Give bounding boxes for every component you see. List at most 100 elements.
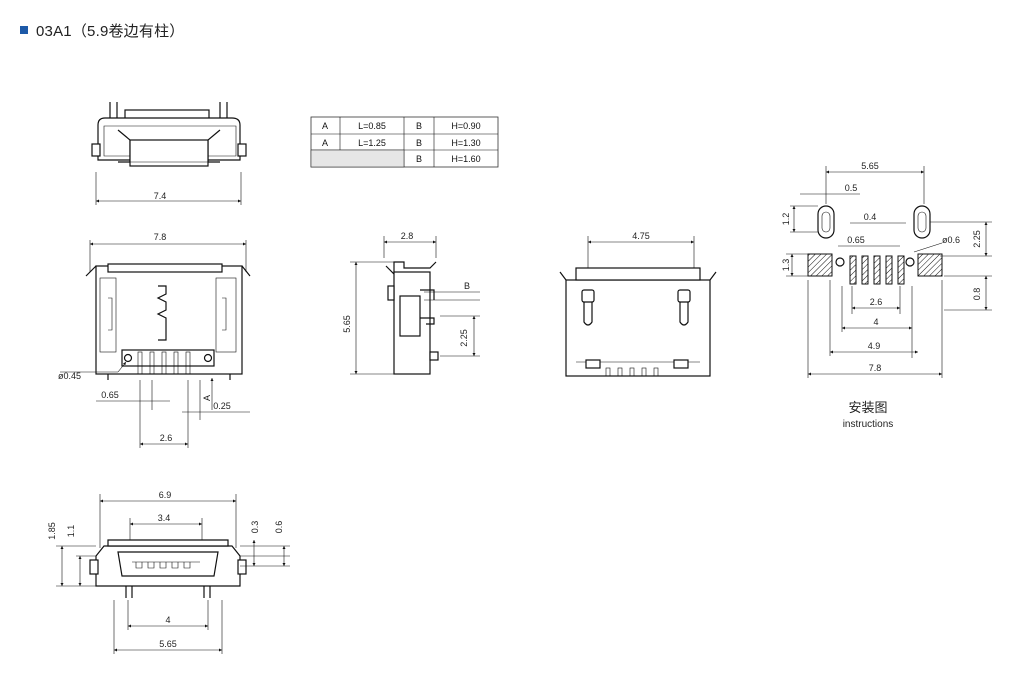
drawing-rect: [173, 351, 179, 375]
label-a: A: [202, 395, 212, 401]
drawing-rect: [89, 559, 99, 575]
drawing-rect: [107, 263, 223, 273]
drawing-rect: [807, 253, 833, 277]
dim-fp-78: 7.8: [869, 363, 882, 373]
top-view: 7.4: [91, 102, 247, 205]
drawing-line: [117, 361, 127, 373]
drawing-rect: [849, 255, 857, 285]
drawing-rect: [129, 139, 209, 167]
dim-side-28: 2.8: [401, 231, 414, 241]
dim-fp-49: 4.9: [868, 341, 881, 351]
label-b: B: [464, 281, 470, 291]
drawing-rect: [161, 351, 167, 375]
dim-side-565: 5.65: [342, 315, 352, 333]
drawing-rect: [917, 253, 943, 277]
drawing-rect: [861, 255, 869, 285]
drawing-rect: [237, 143, 247, 157]
dim-fp-065: 0.65: [847, 235, 865, 245]
table-cell: H=0.90: [451, 121, 480, 131]
drawing-rect: [897, 255, 905, 285]
dim-fp-dia06: ø0.6: [942, 235, 960, 245]
drawing-rect: [91, 143, 101, 157]
spec-table: A L=0.85 B H=0.90 A L=1.25 B H=1.30 B H=…: [310, 116, 499, 168]
dim-back-475: 4.75: [632, 231, 650, 241]
drawing-rect: [310, 149, 405, 168]
drawing-rect: [913, 205, 931, 239]
drawing-path: [156, 285, 167, 341]
drawing-circle: [203, 353, 213, 363]
dim-hole-diameter: ø0.45: [58, 371, 81, 381]
bullet-square-icon: [20, 26, 28, 34]
drawing-rect: [581, 289, 595, 303]
drawing-rect: [399, 295, 421, 337]
table-cell: A: [322, 121, 328, 131]
drawing-rect: [917, 211, 927, 233]
dim-bot-03: 0.3: [250, 521, 260, 534]
page-header: 03A1（5.9卷边有柱）: [20, 20, 185, 40]
drawing-rect: [215, 277, 237, 353]
caption-en: instructions: [843, 419, 894, 430]
drawing-circle: [123, 353, 133, 363]
drawing-rect: [149, 351, 155, 375]
dim-bot-565: 5.65: [159, 639, 177, 649]
dim-front-width: 7.8: [154, 232, 167, 242]
back-view: 4.75: [559, 231, 717, 377]
drawing-path: [103, 125, 237, 157]
drawing-rect: [575, 267, 701, 281]
dim-pitch-26: 2.6: [160, 433, 173, 443]
dim-bot-34: 3.4: [158, 513, 171, 523]
bottom-view: 6.9 3.4 1.85 1.1 0.3 0.6 4: [47, 490, 290, 654]
drawing-rect: [387, 285, 395, 301]
table-cell: H=1.60: [451, 154, 480, 164]
dim-fp-225: 2.25: [972, 230, 982, 248]
table-cell: B: [416, 138, 422, 148]
dim-side-225: 2.25: [459, 329, 469, 347]
drawing-rect: [185, 351, 191, 375]
drawing-rect: [653, 367, 659, 377]
drawing-rect: [617, 367, 623, 377]
drawing-path: [583, 302, 593, 326]
drawing-circle: [905, 257, 915, 267]
drawing-rect: [677, 289, 691, 303]
dim-bot-4: 4: [165, 615, 170, 625]
drawing-rect: [821, 211, 831, 233]
drawing-rect: [673, 359, 689, 369]
drawing-rect: [885, 255, 893, 285]
dim-fp-26: 2.6: [870, 297, 883, 307]
drawing-path: [108, 297, 227, 331]
table-cell: L=0.85: [358, 121, 386, 131]
drawing-rect: [121, 349, 215, 367]
dim-top-width: 7.4: [154, 191, 167, 201]
drawing-line: [913, 242, 943, 253]
dim-bot-11: 1.1: [66, 525, 76, 538]
dim-fp-05: 0.5: [845, 183, 858, 193]
table-cell: B: [416, 154, 422, 164]
drawing-path: [420, 289, 435, 325]
caption-cn: 安装图: [848, 400, 887, 415]
table-cell: H=1.30: [451, 138, 480, 148]
dim-pin-gap: 0.25: [213, 401, 231, 411]
drawing-rect: [310, 116, 499, 168]
drawing-rect: [137, 351, 143, 375]
side-view: 2.8 5.65 B 2.25: [342, 231, 480, 375]
drawing-rect: [99, 277, 117, 353]
dim-bot-06: 0.6: [274, 521, 284, 534]
drawing-path: [132, 561, 200, 569]
drawing-rect: [237, 559, 247, 575]
drawing-rect: [605, 367, 611, 377]
table-cell: L=1.25: [358, 138, 386, 148]
table-cell: A: [322, 138, 328, 148]
drawing-circle: [835, 257, 845, 267]
drawing-path: [559, 271, 717, 281]
drawing-path: [107, 539, 229, 547]
drawing-rect: [629, 367, 635, 377]
dim-bot-69: 6.9: [159, 490, 172, 500]
dim-fp-565: 5.65: [861, 161, 879, 171]
page-title: 03A1（5.9卷边有柱）: [36, 22, 185, 40]
dim-fp-13: 1.3: [781, 259, 791, 272]
drawing-path: [117, 551, 219, 577]
dim-fp-08: 0.8: [972, 288, 982, 301]
dim-pin-width: 0.65: [101, 390, 119, 400]
drawing-rect: [873, 255, 881, 285]
